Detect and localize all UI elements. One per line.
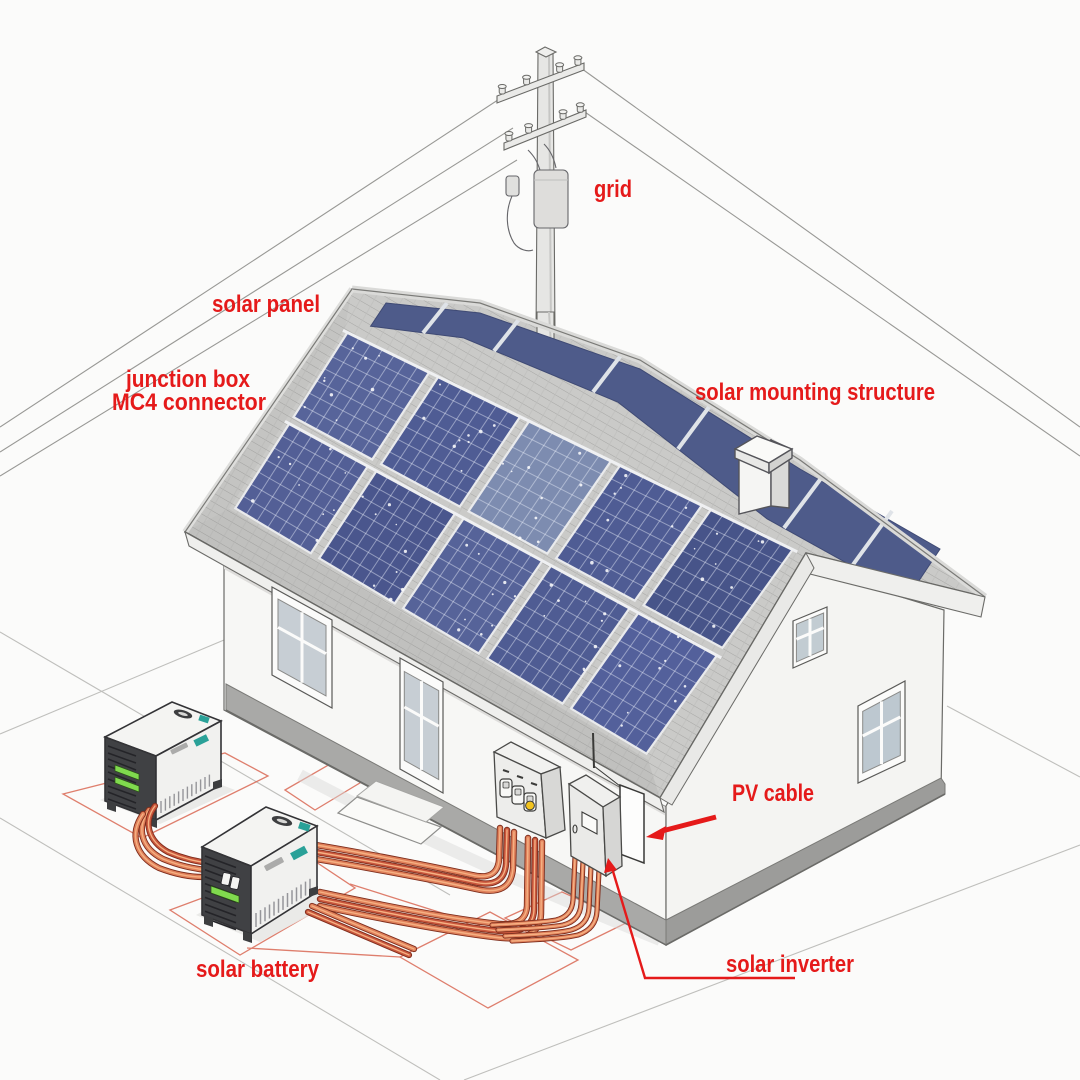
svg-text:solar mounting structure: solar mounting structure xyxy=(695,379,935,406)
svg-text:MC4 connector: MC4 connector xyxy=(112,389,266,416)
svg-text:grid: grid xyxy=(594,176,632,203)
svg-text:PV cable: PV cable xyxy=(732,780,814,807)
svg-text:solar panel: solar panel xyxy=(212,291,320,318)
svg-text:junction box: junction box xyxy=(125,366,250,393)
svg-text:solar inverter: solar inverter xyxy=(726,951,854,978)
svg-text:solar battery: solar battery xyxy=(196,956,320,983)
